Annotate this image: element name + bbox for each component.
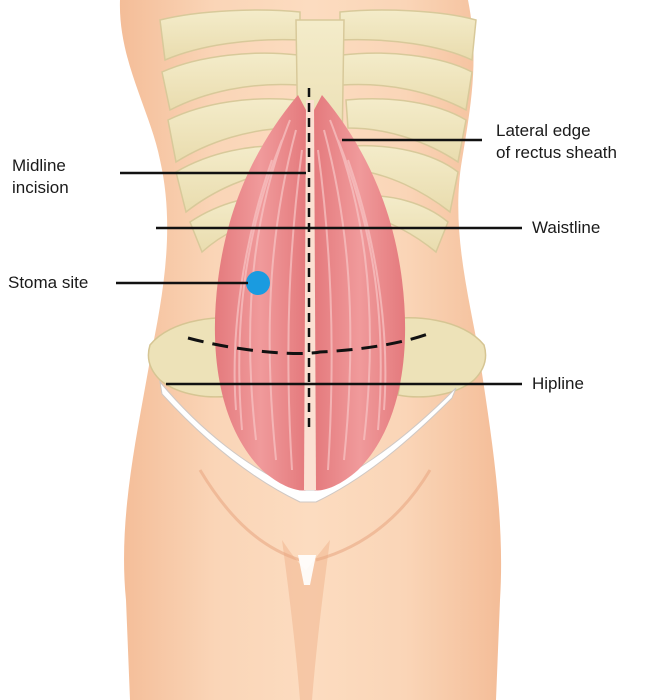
- linea-alba: [304, 100, 316, 490]
- label-waistline: Waistline: [532, 217, 600, 239]
- label-stoma-site: Stoma site: [8, 272, 88, 294]
- label-hipline: Hipline: [532, 373, 584, 395]
- label-lateral-edge: Lateral edge of rectus sheath: [496, 120, 617, 164]
- stoma-marker: [246, 271, 270, 295]
- label-midline-incision: Midline incision: [12, 155, 69, 199]
